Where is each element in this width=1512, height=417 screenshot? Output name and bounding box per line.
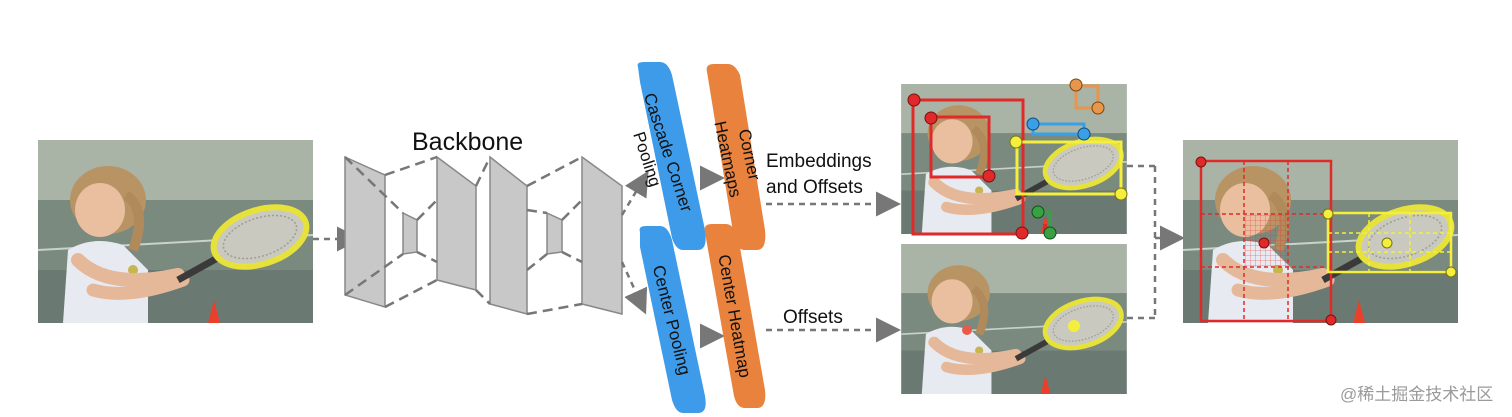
final-detection-image — [1183, 140, 1459, 326]
backbone-network — [344, 155, 623, 315]
corner-heatmaps-module: Corner Heatmaps — [706, 64, 766, 250]
cascade-corner-pooling-module: Cascade Corner Pooling — [629, 62, 706, 250]
center-keypoints-image — [901, 244, 1127, 394]
center-heatmap-module: Center Heatmap — [704, 224, 766, 408]
merge-connector — [1127, 164, 1157, 320]
corner-keypoints-image — [901, 78, 1128, 240]
embeddings-offsets-label-1: Embeddings — [766, 151, 872, 172]
arrow-backbone-to-corner-pooling — [620, 170, 649, 216]
backbone-label: Backbone — [412, 128, 523, 156]
offsets-label: Offsets — [783, 307, 843, 328]
backbone-connectors — [344, 155, 583, 316]
embeddings-offsets-label-2: and Offsets — [766, 177, 863, 198]
watermark-text: @稀土掘金技术社区 — [1340, 385, 1493, 404]
arrow-backbone-to-center-pooling — [620, 261, 648, 315]
input-image — [38, 140, 314, 323]
center-pooling-module: Center Pooling — [639, 226, 706, 413]
